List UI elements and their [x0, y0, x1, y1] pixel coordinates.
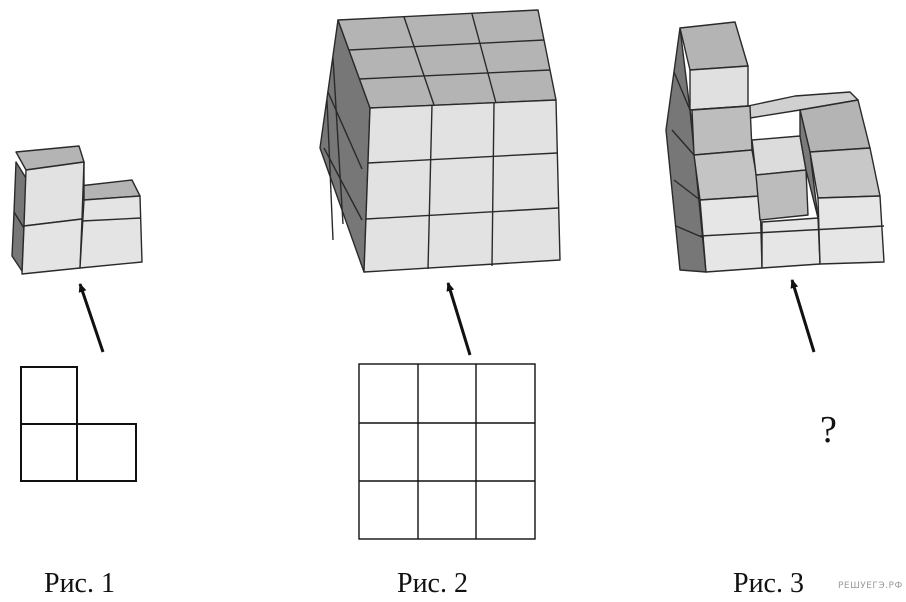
figure-3-arrow	[790, 279, 816, 353]
figure-3-caption: Рис. 3	[733, 568, 804, 599]
watermark-logo: РЕШУЕГЭ.РФ	[838, 581, 903, 591]
figure-1-cubes	[11, 145, 143, 275]
figure-2-arrow	[446, 282, 472, 356]
figure-2-cube	[319, 9, 561, 273]
figure-3: ? Рис. 3	[665, 21, 885, 599]
figure-3-unknown-view: ?	[820, 409, 837, 451]
figure-3-cubes	[665, 21, 885, 273]
figure-1-top-view-grid	[20, 366, 137, 482]
figure-1-caption: Рис. 1	[44, 568, 115, 599]
figure-1-arrow	[78, 283, 105, 353]
figure-2: Рис. 2	[319, 9, 561, 599]
figure-2-top-view-grid	[358, 363, 536, 540]
figure-2-caption: Рис. 2	[397, 568, 468, 599]
figure-1: Рис. 1	[11, 145, 143, 599]
